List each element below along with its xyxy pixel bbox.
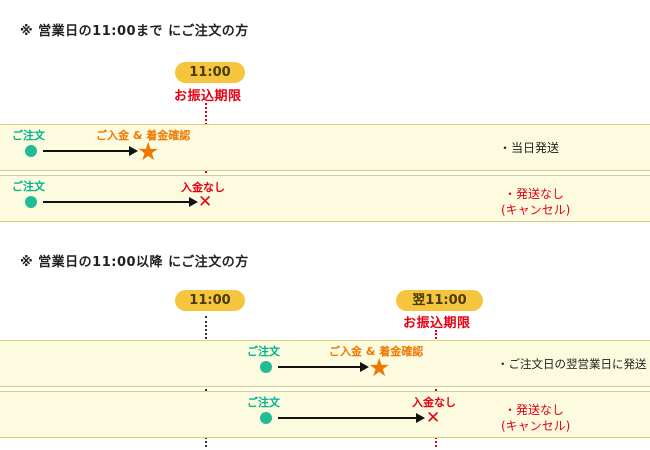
result-label: ・当日発送 bbox=[499, 141, 560, 155]
payment-confirmed-star-icon: ★ bbox=[137, 137, 160, 166]
timeline-arrow bbox=[43, 197, 198, 207]
result-label: ・ご注文日の翌営業日に発送 bbox=[497, 357, 647, 371]
result-note-label: (キャンセル) bbox=[501, 419, 571, 433]
next-day-deadline-badge: 翌11:00 bbox=[396, 290, 483, 311]
order-label: ご注文 bbox=[12, 180, 45, 193]
order-label: ご注文 bbox=[247, 345, 280, 358]
deadline-dotted-line bbox=[435, 330, 437, 447]
timeline-arrow bbox=[278, 362, 369, 372]
cancelled-cross-icon: ✕ bbox=[198, 192, 213, 212]
result-label: ・発送なし bbox=[504, 403, 565, 417]
order-dot-icon bbox=[25, 196, 37, 208]
order-dot-icon bbox=[260, 361, 272, 373]
section-before-heading: ※ 営業日の11:00まで にご注文の方 bbox=[20, 24, 249, 39]
timeline-row-paid bbox=[0, 124, 650, 171]
order-label: ご注文 bbox=[12, 129, 45, 142]
result-note-label: (キャンセル) bbox=[501, 203, 571, 217]
deadline-label: お振込期限 bbox=[403, 316, 471, 331]
timeline-row-unpaid bbox=[0, 175, 650, 222]
payment-event-label: ご入金 & 着金確認 bbox=[329, 345, 424, 358]
order-dot-icon bbox=[25, 145, 37, 157]
order-label: ご注文 bbox=[247, 396, 280, 409]
deadline-label: お振込期限 bbox=[174, 89, 242, 104]
noon-time-badge: 11:00 bbox=[175, 290, 245, 311]
payment-confirmed-star-icon: ★ bbox=[368, 353, 391, 382]
order-dot-icon bbox=[260, 412, 272, 424]
timeline-row-unpaid bbox=[0, 391, 650, 438]
cancelled-cross-icon: ✕ bbox=[426, 408, 441, 428]
no-payment-label: 入金なし bbox=[181, 181, 225, 194]
deadline-time-badge: 11:00 bbox=[175, 62, 245, 83]
timeline-arrow bbox=[278, 413, 425, 423]
timeline-row-paid bbox=[0, 340, 650, 387]
payment-event-label: ご入金 & 着金確認 bbox=[96, 129, 191, 142]
no-payment-label: 入金なし bbox=[412, 396, 456, 409]
result-label: ・発送なし bbox=[504, 187, 565, 201]
section-after-heading: ※ 営業日の11:00以降 にご注文の方 bbox=[20, 255, 249, 270]
timeline-arrow bbox=[43, 146, 138, 156]
